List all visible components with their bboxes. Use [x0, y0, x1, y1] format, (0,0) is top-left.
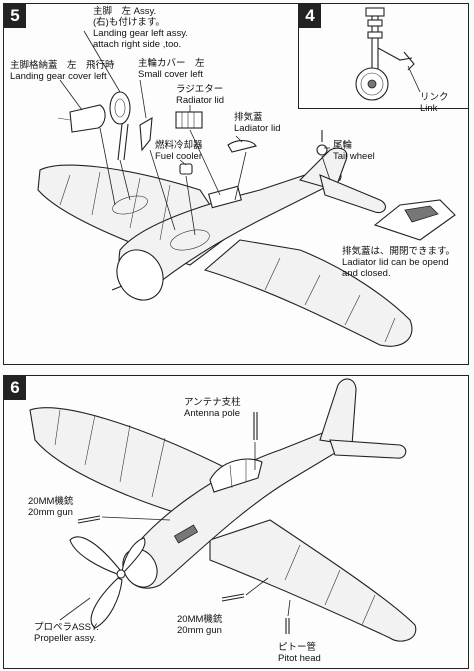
- fuel-cooler-label: 燃料冷却器 Fuel cooler: [155, 140, 203, 162]
- radiator-lid-label: ラジエター Radiator lid: [176, 84, 225, 106]
- upper-gun-label: 20MM機銃 20mm gun: [28, 496, 74, 518]
- step6-parts: [77, 412, 290, 634]
- gear-cover-label: 主脚格納蓋 左 飛行時 Landing gear cover left: [10, 60, 115, 82]
- propeller-label: プロペラASSY. Propeller assy.: [34, 622, 99, 644]
- tail-wheel-label: 尾輪 Tail wheel: [333, 140, 375, 162]
- step5-parts: [57, 91, 456, 241]
- antenna-pole-label: アンテナ支柱 Antenna pole: [184, 397, 241, 419]
- step5-number: 5: [4, 4, 26, 28]
- step6-leader-lines: [59, 442, 291, 621]
- main-gear-label: 主脚 左 Assy. (右)も付けます。 Landing gear left a…: [93, 6, 188, 50]
- step4-number: 4: [299, 4, 321, 28]
- lid-note-label: 排気蓋は、開閉できます。 Ladiator lid can be opend a…: [342, 246, 456, 279]
- step5-leader-lines: [59, 30, 331, 236]
- small-cover-label: 主輪カバー 左 Small cover left: [138, 58, 205, 80]
- lower-gun-label: 20MM機銃 20mm gun: [177, 614, 223, 636]
- step6-aircraft-drawing: [29, 378, 417, 642]
- link-label: リンク Link: [420, 92, 449, 114]
- step6-number: 6: [4, 376, 26, 400]
- pitot-head-label: ピトー管 Pitot head: [278, 642, 321, 664]
- step5-aircraft-drawing: [37, 147, 413, 347]
- step4-landing-gear-drawing: [355, 7, 421, 101]
- ladiator-lid-label: 排気蓋 Ladiator lid: [234, 112, 281, 134]
